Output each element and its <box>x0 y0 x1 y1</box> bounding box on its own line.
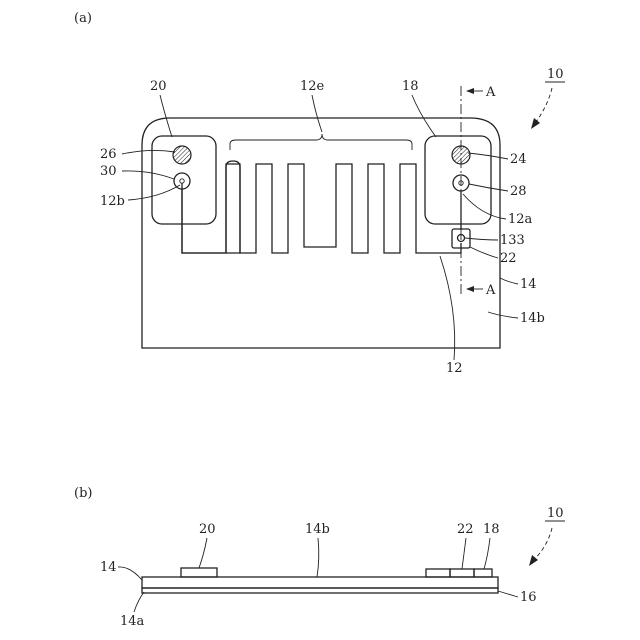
leader-b-20 <box>199 538 207 568</box>
panel-b: (b) 10 20 14b 22 18 14 16 14a <box>74 486 565 629</box>
ref-10-b-arrowhead <box>529 555 538 566</box>
leader-b-14a <box>134 592 144 612</box>
label-22: 22 <box>500 251 517 266</box>
section-arrow-top-head <box>466 88 474 94</box>
label-30: 30 <box>100 164 117 179</box>
label-b-14a: 14a <box>120 614 145 629</box>
label-14: 14 <box>520 277 537 292</box>
substrate-14-outline <box>142 118 500 348</box>
label-b-14b: 14b <box>305 522 330 537</box>
trace-12b-stub <box>182 161 240 253</box>
leader-b-22 <box>462 538 466 569</box>
leader-22 <box>470 247 498 258</box>
leader-12e <box>312 95 322 132</box>
label-18: 18 <box>402 79 419 94</box>
ref-10-b-arrow-line <box>534 528 552 560</box>
label-14b: 14b <box>520 311 545 326</box>
chip-22-section <box>450 569 474 577</box>
label-20: 20 <box>150 79 167 94</box>
trace-12 <box>182 164 461 253</box>
label-A-top: A <box>485 85 496 100</box>
pad-18-section <box>474 569 492 577</box>
leader-12b <box>128 185 180 200</box>
label-24: 24 <box>510 152 527 167</box>
label-b-14: 14 <box>100 560 117 575</box>
leader-18 <box>412 95 436 137</box>
label-28: 28 <box>510 184 527 199</box>
pad-section-left <box>426 569 450 577</box>
leader-b-16 <box>498 591 518 597</box>
leader-30 <box>122 171 174 179</box>
label-12b: 12b <box>100 194 125 209</box>
substrate-14-section <box>142 577 498 588</box>
label-133: 133 <box>500 233 525 248</box>
via-30-center <box>180 179 184 183</box>
ref-10-arrow-line <box>536 88 552 122</box>
label-b-16: 16 <box>520 590 537 605</box>
leader-14 <box>500 278 518 284</box>
section-arrow-bot-head <box>466 286 474 292</box>
brace-12e <box>230 134 412 150</box>
layer-16-section <box>142 588 498 593</box>
ref-10-b-label: 10 <box>547 506 564 521</box>
leader-b-18 <box>484 538 490 569</box>
leader-24 <box>468 153 508 159</box>
label-b-18: 18 <box>483 522 500 537</box>
leader-b-14 <box>118 567 142 580</box>
label-b-20: 20 <box>199 522 216 537</box>
trace-12e-meander <box>182 164 461 253</box>
contact-26 <box>173 146 191 164</box>
leader-20 <box>160 95 172 137</box>
leader-26 <box>122 150 175 154</box>
leader-28 <box>469 184 508 191</box>
leader-b-14b <box>317 538 319 577</box>
leader-12 <box>440 256 455 360</box>
ref-10-arrowhead <box>531 118 540 129</box>
label-A-bottom: A <box>485 283 496 298</box>
pad-20-section <box>181 568 217 577</box>
panel-b-label: (b) <box>74 486 92 501</box>
panel-a: (a) 10 <box>74 11 565 376</box>
leader-14b <box>488 312 518 318</box>
label-b-22: 22 <box>457 522 474 537</box>
label-26: 26 <box>100 147 117 162</box>
label-12: 12 <box>446 361 463 376</box>
label-12e: 12e <box>300 79 325 94</box>
label-12a: 12a <box>508 212 533 227</box>
panel-a-label: (a) <box>74 11 92 26</box>
ref-10-label: 10 <box>547 67 564 82</box>
